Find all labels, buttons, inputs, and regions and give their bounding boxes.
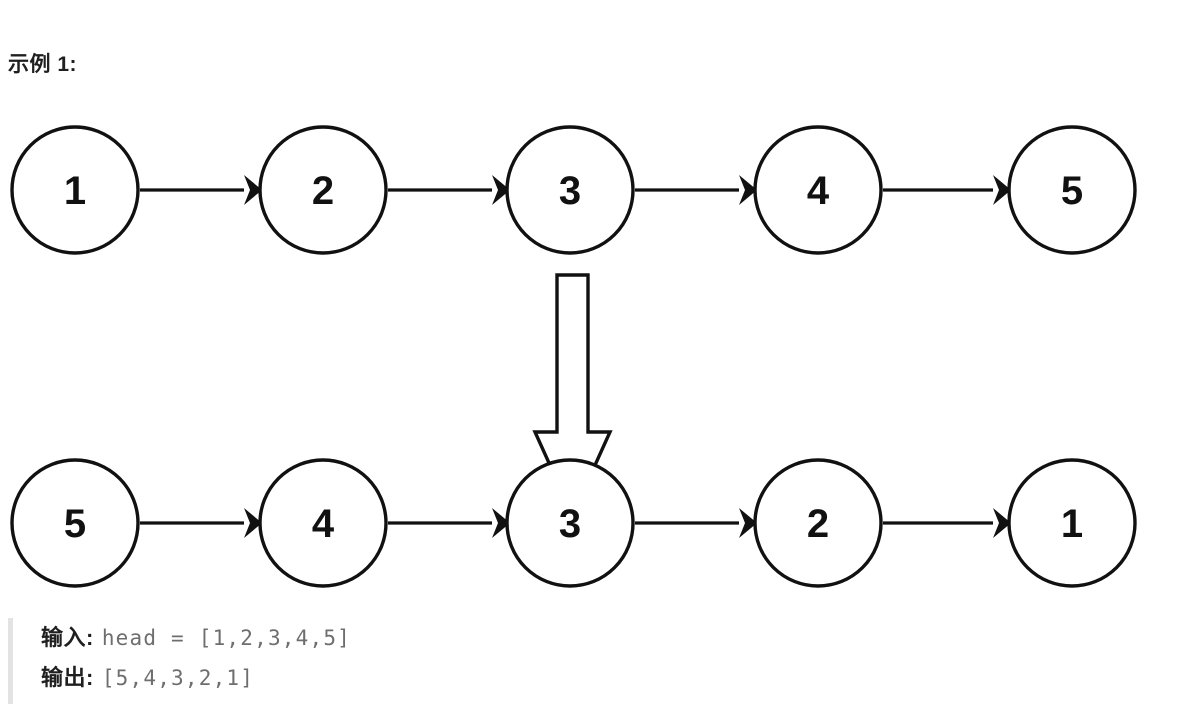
node-circle [1007,125,1137,255]
output-linked-list: 5 4 3 2 1 [10,458,1137,588]
node-circle [505,458,635,588]
link-2-to-1 [883,508,1011,538]
input-linked-list: 1 2 3 4 5 [10,125,1137,255]
list-node: 3 [505,458,635,588]
link-5-to-4 [140,508,262,538]
node-label: 1 [1061,502,1083,546]
node-label: 1 [64,169,86,213]
link-4-to-3 [388,508,510,538]
node-label: 3 [559,169,581,213]
node-circle [1007,458,1137,588]
input-label: 输入: [41,625,94,650]
node-circle [258,125,388,255]
list-node: 1 [10,125,140,255]
node-label: 2 [312,169,334,213]
list-node: 1 [1007,458,1137,588]
input-value: head = [1,2,3,4,5] [101,626,352,650]
node-circle [10,125,140,255]
node-label: 2 [807,502,829,546]
example-heading: 示例 1: [8,53,78,76]
link-3-to-4 [635,175,757,205]
link-3-to-2 [635,508,757,538]
list-node: 3 [505,125,635,255]
node-label: 4 [312,502,335,546]
node-circle [753,458,883,588]
linked-list-reversal-diagram: 1 2 3 4 5 [0,105,1203,605]
output-value: [5,4,3,2,1] [101,666,255,690]
link-1-to-2 [140,175,262,205]
list-node: 2 [753,458,883,588]
link-4-to-5 [883,175,1011,205]
list-node: 5 [10,458,140,588]
input-list-links [140,175,1011,205]
input-line: 输入: head = [1,2,3,4,5] [41,618,351,658]
link-2-to-3 [388,175,510,205]
node-label: 5 [1061,169,1083,213]
list-node: 4 [258,458,388,588]
list-node: 2 [258,125,388,255]
list-node: 5 [1007,125,1137,255]
node-circle [10,458,140,588]
output-label: 输出: [41,665,94,690]
io-block: 输入: head = [1,2,3,4,5] 输出: [5,4,3,2,1] [8,618,351,704]
node-circle [505,125,635,255]
node-label: 5 [64,502,86,546]
node-label: 3 [559,502,581,546]
output-line: 输出: [5,4,3,2,1] [41,658,351,698]
list-node: 4 [753,125,883,255]
node-label: 4 [807,169,830,213]
node-circle [258,458,388,588]
output-list-links [140,508,1011,538]
node-circle [753,125,883,255]
